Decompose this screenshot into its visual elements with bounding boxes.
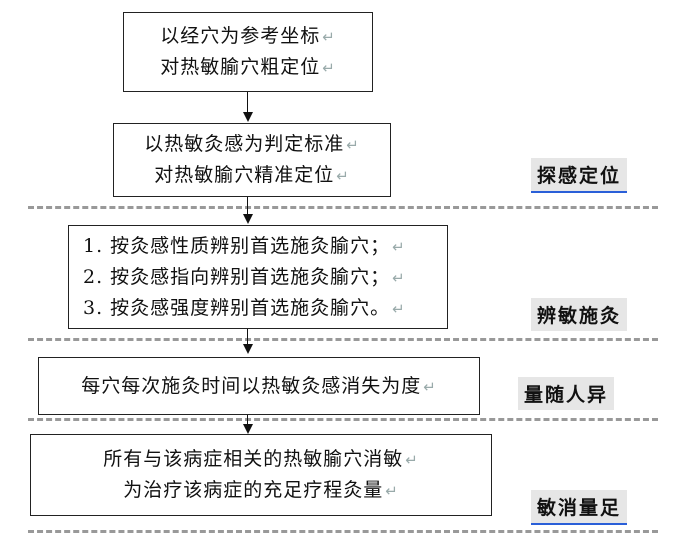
arrow-1-shaft <box>247 92 248 114</box>
stage-label-4: 敏消量足 <box>531 490 628 525</box>
paragraph-mark-icon: ↵ <box>385 482 399 500</box>
stage-divider-4 <box>28 530 658 533</box>
select-by-sensation-intensity: 3. 按灸感强度辨别首选施灸腧穴。 <box>83 296 391 319</box>
paragraph-mark-icon: ↵ <box>423 377 437 396</box>
stage-divider-3 <box>28 418 658 421</box>
sufficient-dose-line2: 为治疗该病症的充足疗程灸量 <box>123 479 384 501</box>
sufficient-dose-line1: 所有与该病症相关的热敏腧穴消敏 <box>103 448 404 470</box>
step-precise-location-line2: 对热敏腧穴精准定位 <box>154 164 335 186</box>
arrow-3-shaft <box>247 329 248 346</box>
step-coarse-location-box: 以经穴为参考坐标↵ 对热敏腧穴粗定位↵ <box>123 12 373 92</box>
paragraph-mark-icon: ↵ <box>336 167 350 185</box>
stage-divider-1 <box>28 206 658 209</box>
select-by-sensation-quality: 1. 按灸感性质辨别首选施灸腧穴； <box>83 234 391 257</box>
step-coarse-location-line1: 以经穴为参考坐标 <box>160 25 321 47</box>
step-precise-location-line1: 以热敏灸感为判定标准 <box>144 133 345 155</box>
arrow-4-shaft <box>247 415 248 427</box>
paragraph-mark-icon: ↵ <box>405 451 419 469</box>
select-by-sensation-direction: 2. 按灸感指向辨别首选施灸腧穴； <box>83 265 391 288</box>
moxibustion-duration-text: 每穴每次施灸时间以热敏灸感消失为度 <box>81 374 422 397</box>
stage-divider-2 <box>28 338 658 341</box>
arrow-2-shaft <box>247 197 248 216</box>
stage-label-1: 探感定位 <box>531 158 628 193</box>
step-precise-location-box: 以热敏灸感为判定标准↵ 对热敏腧穴精准定位↵ <box>113 123 391 197</box>
arrow-3-head <box>243 344 253 354</box>
step-moxibustion-duration-box: 每穴每次施灸时间以热敏灸感消失为度↵ <box>38 357 480 415</box>
paragraph-mark-icon: ↵ <box>322 28 336 46</box>
arrow-4-head <box>243 424 253 434</box>
paragraph-mark-icon: ↵ <box>322 59 336 77</box>
paragraph-mark-icon: ↵ <box>392 268 406 287</box>
step-coarse-location-line2: 对热敏腧穴粗定位 <box>160 56 321 78</box>
arrow-2-head <box>243 214 253 224</box>
step-select-acupoint-box: 1. 按灸感性质辨别首选施灸腧穴；↵ 2. 按灸感指向辨别首选施灸腧穴；↵ 3.… <box>68 225 448 329</box>
step-sufficient-dose-box: 所有与该病症相关的热敏腧穴消敏↵ 为治疗该病症的充足疗程灸量↵ <box>30 434 492 516</box>
stage-label-2: 辨敏施灸 <box>531 298 628 331</box>
arrow-1-head <box>243 112 253 122</box>
paragraph-mark-icon: ↵ <box>346 136 360 154</box>
paragraph-mark-icon: ↵ <box>392 237 406 256</box>
stage-label-3: 量随人异 <box>518 377 615 410</box>
paragraph-mark-icon: ↵ <box>392 299 406 318</box>
